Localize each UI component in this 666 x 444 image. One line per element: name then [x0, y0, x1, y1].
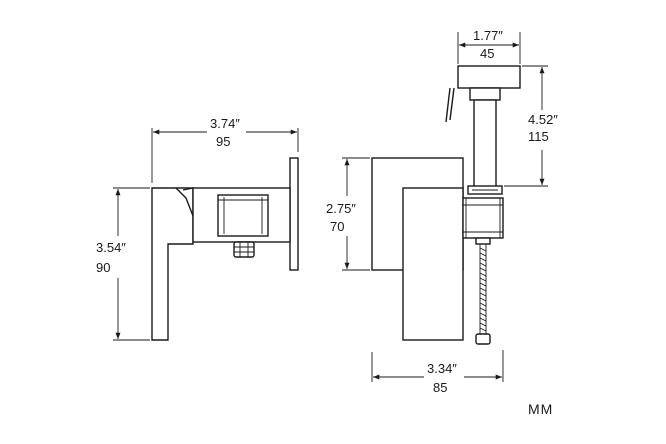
front-width-mm-label: 85	[433, 380, 447, 395]
front-braided-hose	[479, 244, 487, 336]
side-width-mm-label: 95	[216, 134, 230, 149]
spray-head	[457, 65, 521, 89]
side-outlet-nut	[233, 241, 255, 258]
spray-width-inch-label: 1.77″	[473, 28, 503, 43]
spray-height-mm-label: 115	[528, 129, 549, 144]
front-view: 2.75″ 70 3.34″ 85 1.77″ 45 4.52″ 115	[326, 28, 558, 395]
side-lever-edge	[182, 187, 194, 191]
spray-neck	[469, 87, 501, 101]
side-valve-block	[217, 194, 269, 237]
side-view: 3.74″ 95 3.54″ 90	[96, 116, 299, 341]
front-body-height-mm-label: 70	[330, 219, 344, 234]
front-width-inch-label: 3.34″	[427, 361, 457, 376]
units-label: MM	[528, 401, 553, 417]
spray-trigger	[445, 87, 451, 123]
front-hose-connector	[475, 237, 491, 245]
front-hose-nut	[475, 333, 491, 345]
side-height-mm-label: 90	[96, 260, 110, 275]
side-width-inch-label: 3.74″	[210, 116, 240, 131]
spray-height-inch-label: 4.52″	[528, 112, 558, 127]
side-wall-plate	[289, 157, 299, 271]
spray-handle	[473, 99, 497, 189]
side-height-inch-label: 3.54″	[96, 240, 126, 255]
spray-width-mm-label: 45	[480, 46, 494, 61]
front-handle-body	[402, 187, 464, 341]
side-lever-slant	[175, 187, 194, 217]
front-body-height-inch-label: 2.75″	[326, 201, 356, 216]
side-lever-handle	[151, 187, 194, 341]
